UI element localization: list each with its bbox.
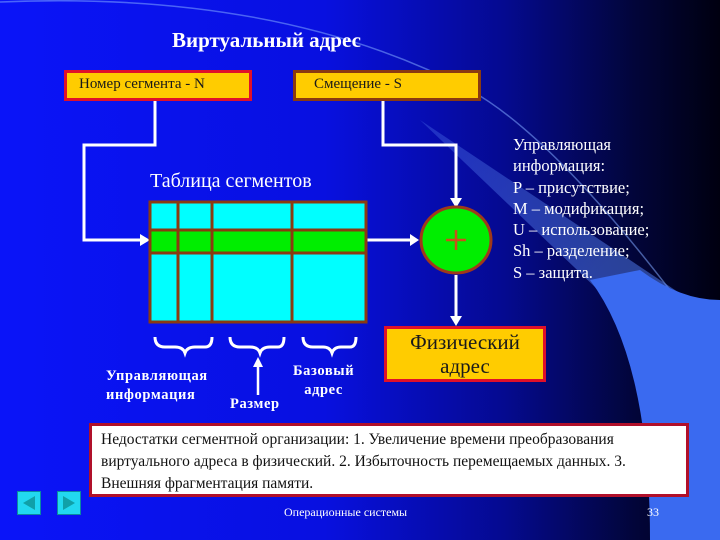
label-line: адрес: [304, 382, 343, 398]
brace-icons: [153, 336, 358, 358]
control-info-list: Управляющая информация: P – присутствие;…: [513, 134, 649, 283]
segment-table-title: Таблица сегментов: [150, 170, 312, 192]
brace-size: [228, 336, 286, 358]
segment-number-box: Номер сегмента - N: [64, 70, 252, 101]
segment-arrow: [82, 101, 157, 242]
base-address-label: Базовый адрес: [293, 362, 354, 400]
plus-icon: [446, 230, 466, 250]
control-info-line: Sh – разделение;: [513, 241, 630, 261]
label-line: Управляющая: [106, 368, 208, 384]
virtual-address-title: Виртуальный адрес: [172, 28, 361, 52]
decorative-swoosh: [590, 270, 720, 540]
arrow-head: [253, 357, 263, 367]
next-slide-button[interactable]: [57, 491, 81, 515]
arrow-head: [410, 234, 419, 246]
page-number: 33: [647, 505, 659, 519]
size-label: Размер: [230, 396, 280, 412]
offset-arrow: [381, 101, 458, 198]
footer-text: Операционные системы: [284, 505, 408, 519]
control-info-line: S – защита.: [513, 262, 593, 282]
physical-address-line1: Физический: [410, 330, 520, 354]
control-info-line: U – использование;: [513, 220, 650, 240]
physical-address-box: Физический адрес: [384, 326, 546, 382]
control-info-line: P – присутствие;: [513, 177, 630, 197]
label-line: информация: [106, 387, 196, 403]
triangle-right-icon: [63, 496, 75, 510]
segment-table: [148, 200, 368, 324]
control-info-line: Управляющая: [513, 135, 611, 154]
prev-slide-button[interactable]: [17, 491, 41, 515]
physical-address-line2: адрес: [440, 354, 490, 378]
arrow-head: [140, 234, 150, 246]
brace-base: [301, 336, 358, 358]
drawbacks-note: Недостатки сегментной организации: 1. Ув…: [89, 423, 689, 497]
offset-box: Смещение - S: [293, 70, 481, 101]
label-line: Базовый: [293, 363, 355, 379]
brace-control: [153, 336, 214, 358]
arrow-head: [450, 198, 462, 208]
control-info-label: Управляющая информация: [106, 367, 208, 405]
selected-table-row: [150, 230, 366, 253]
arrow-head: [450, 316, 462, 326]
control-info-line: информация:: [513, 156, 606, 176]
control-info-line: M – модификация;: [513, 198, 645, 218]
triangle-left-icon: [23, 496, 35, 510]
